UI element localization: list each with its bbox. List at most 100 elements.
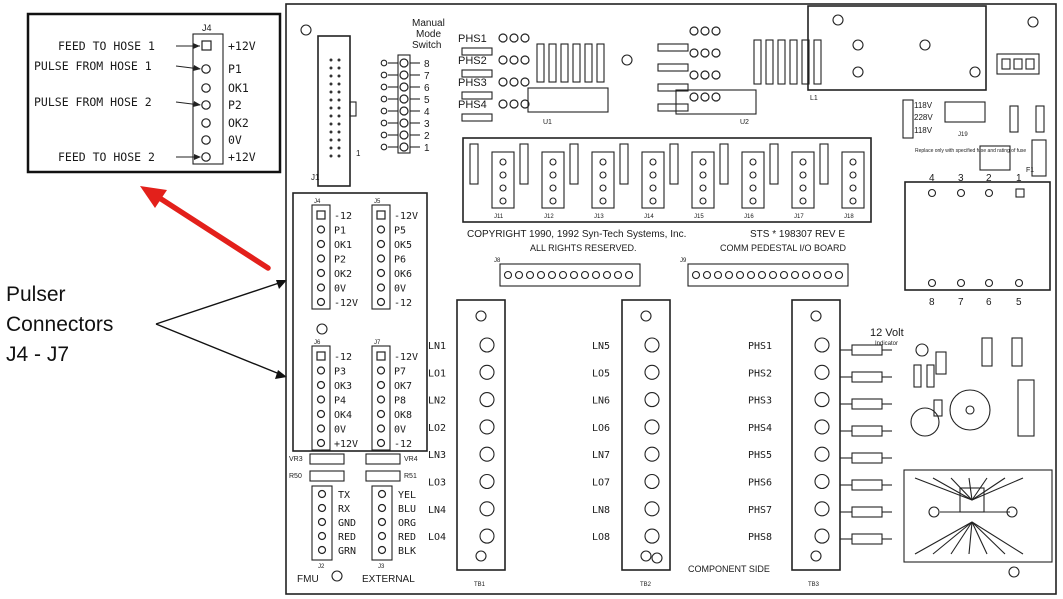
pulser-pin-label: P5 — [394, 226, 406, 237]
j3-pin — [377, 489, 387, 499]
tb3-label: TB3 — [808, 582, 820, 588]
tb-terminal-label: LO2 — [428, 423, 446, 434]
tb-terminal — [644, 528, 660, 544]
j2-pin-label: GRN — [338, 546, 356, 557]
j3-pin-label: YEL — [398, 490, 416, 501]
resistor — [657, 103, 689, 112]
tb-terminal — [644, 392, 660, 408]
j3-label: J3 — [378, 564, 385, 570]
tb-terminal-label: PHS8 — [748, 532, 772, 543]
part-number: STS * 198307 REV E — [750, 229, 845, 240]
j2-pin — [317, 531, 327, 541]
r51-label: R51 — [404, 473, 417, 480]
tb-terminal — [479, 446, 495, 462]
tb1-body — [456, 299, 506, 571]
inset-pin-square — [201, 40, 212, 51]
tb-terminal — [479, 392, 495, 408]
j2-pin-label: RX — [338, 504, 350, 515]
pulser-area — [292, 192, 428, 452]
inset-connector-body — [192, 33, 224, 165]
j2-pin-label: TX — [338, 490, 350, 501]
j8-pin — [624, 270, 634, 280]
switch-label-2: Mode — [416, 29, 441, 40]
phs-led — [498, 99, 508, 109]
resistor-vertical — [619, 143, 629, 185]
v228-label: 228V — [914, 113, 933, 122]
j9-pin — [823, 270, 833, 280]
v118-label: 118V — [914, 101, 933, 110]
j1-pin-dot — [337, 90, 341, 94]
tb-terminal-label: LN6 — [592, 396, 610, 407]
j2-pin — [317, 517, 327, 527]
pulser-pin-label: 0V — [334, 284, 346, 295]
connector-label: J13 — [594, 214, 604, 220]
tb3-body — [791, 299, 841, 571]
tb-hole — [640, 550, 652, 562]
inset-right-label: OK1 — [228, 81, 249, 95]
pulser-pin — [316, 297, 326, 307]
connector-body — [491, 151, 515, 209]
relay-pin-label: 6 — [986, 297, 992, 308]
j8-pin — [569, 270, 579, 280]
external-label: EXTERNAL — [362, 574, 415, 585]
connector-pin — [649, 184, 657, 192]
pulser-pin — [316, 225, 326, 234]
u2-label: U2 — [740, 119, 749, 126]
tb-terminal — [814, 337, 830, 353]
pulser-pin — [376, 297, 386, 307]
j9-pin — [790, 270, 800, 280]
connector-body — [541, 151, 565, 209]
connector-pin — [849, 171, 857, 179]
fin — [932, 477, 973, 501]
j1-pin-dot — [337, 146, 341, 150]
tb-terminal — [479, 364, 495, 380]
resistor-horizontal — [851, 479, 883, 491]
fin — [971, 477, 1006, 501]
inset-right-label: +12V — [228, 150, 256, 164]
terminal-blocks: TB1 TB2 TB3 — [456, 299, 841, 588]
j8-pin — [613, 270, 623, 280]
resistor-vertical — [519, 143, 529, 185]
pulser-pin — [376, 380, 386, 390]
pulser-pin-label: OK8 — [394, 410, 412, 421]
tb-terminal — [814, 473, 830, 490]
switch-number: 1 — [424, 143, 430, 154]
resistor-vertical — [560, 43, 569, 83]
tb-hole — [810, 310, 822, 322]
u2-chip — [675, 89, 757, 115]
j1-pin-dot — [329, 74, 333, 78]
j1-pin-dot — [329, 66, 333, 70]
j3-pin — [377, 503, 387, 513]
copyright-text: COPYRIGHT 1990, 1992 Syn-Tech Systems, I… — [467, 229, 686, 240]
connector-pin — [799, 171, 807, 179]
inset-pin — [201, 135, 211, 145]
switch-led — [399, 70, 409, 80]
switch-led-small — [380, 95, 388, 103]
pulser-callout: Pulser Connectors J4 - J7 — [6, 280, 287, 379]
connector-pin — [799, 184, 807, 192]
led — [700, 92, 710, 102]
tb-terminal-label: LO4 — [428, 532, 446, 543]
tb-terminal — [644, 446, 660, 462]
j3-pin-label: BLU — [398, 504, 416, 515]
pulser-pin — [316, 438, 326, 448]
j2-pin — [317, 545, 327, 555]
resistor-vertical — [813, 39, 822, 85]
j8-strip: J8 — [494, 258, 641, 287]
heatsink-fins — [914, 477, 1024, 555]
switch-number: 3 — [424, 119, 430, 130]
connector-pin — [549, 184, 557, 192]
connector-pin — [799, 197, 807, 205]
pulser-pin-label: P8 — [394, 396, 406, 407]
phs-led — [520, 55, 530, 65]
relay-pin-label: 8 — [929, 297, 935, 308]
pulser-pin-square — [376, 351, 386, 361]
pulser-connector-name: J6 — [314, 340, 321, 346]
resistor — [657, 83, 689, 92]
inset-right-label: P2 — [228, 98, 242, 112]
inset-left-label: FEED TO HOSE 1 — [58, 39, 155, 53]
pulser-pin-label: OK7 — [394, 381, 412, 392]
switch-label-1: Manual — [412, 18, 445, 29]
connector-pin — [699, 171, 707, 179]
pulser-pin-label: +12V — [334, 439, 358, 450]
